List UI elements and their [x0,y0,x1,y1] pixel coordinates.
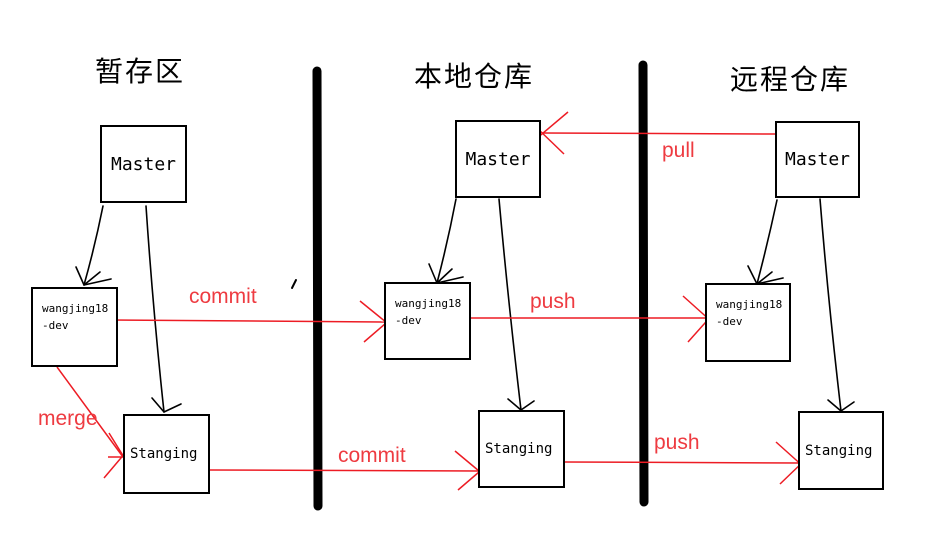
push-dev-label: push [530,290,576,313]
column-divider-bars [312,60,649,511]
remote-master-box: Master [775,121,860,198]
section-header-local-repo: 本地仓库 [414,61,535,92]
pull-label: pull [662,139,695,162]
local-dev-label-line2: -dev [395,314,422,327]
remote-master-to-dev-arrow [747,199,784,285]
remote-master-label: Master [784,149,851,170]
section-header-staging-area: 暂存区 [95,56,186,87]
section-header-remote-repo: 远程仓库 [730,64,851,95]
remote-stanging-label: Stanging [805,442,873,459]
local-dev-label-line1: wangjing18 [395,297,462,310]
local-stanging-box: Stanging [478,410,565,488]
local-dev-box: wangjing18 -dev [384,282,471,360]
local-master-to-dev-arrow [428,198,464,284]
staging-dev-box: wangjing18 -dev [31,287,118,367]
local-master-label: Master [465,148,531,170]
staging-dev-label-line1: wangjing18 [42,302,109,315]
staging-stanging-label: Stanging [130,446,198,462]
local-stanging-label: Stanging [485,441,553,457]
commit-dev-label: commit [189,285,257,308]
divider-bar-left [312,66,323,511]
remote-dev-label-line2: -dev [716,315,743,328]
divider-bar-right [638,60,649,507]
local-master-box: Master [455,120,541,198]
remote-dev-label-line1: wangjing18 [716,298,783,311]
black-connectors [75,198,855,413]
staging-master-label: Master [110,153,177,175]
remote-dev-box: wangjing18 -dev [705,283,791,362]
push-stanging-label: push [654,431,700,454]
remote-stanging-box: Stanging [798,411,884,490]
commit-stanging-label: commit [338,444,406,467]
staging-master-to-stanging-arrow [145,205,182,413]
staging-master-to-dev-arrow [75,205,112,286]
local-master-to-stanging-arrow [498,198,535,411]
stray-pen-mark [291,279,297,289]
merge-label: merge [38,407,98,430]
pull-arrow [535,111,776,155]
staging-stanging-box: Stanging [123,414,210,494]
staging-dev-label-line2: -dev [42,319,69,332]
staging-master-box: Master [100,125,187,203]
remote-master-to-stanging-arrow [819,198,855,412]
push-dev-arrow [471,295,714,343]
